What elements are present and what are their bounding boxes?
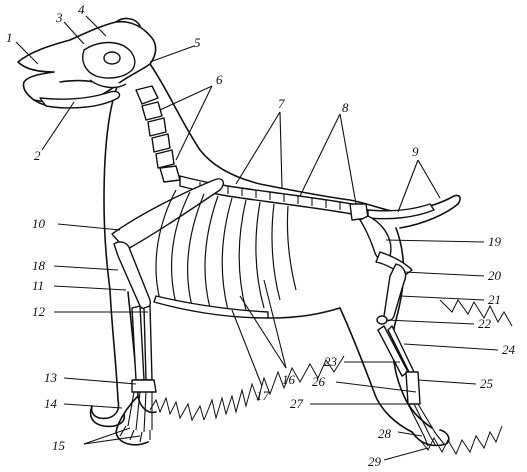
- label-11: 11: [32, 278, 44, 293]
- label-27: 27: [290, 396, 304, 411]
- label-29: 29: [368, 454, 382, 469]
- label-20: 20: [488, 268, 502, 283]
- label-7: 7: [278, 96, 285, 111]
- label-21: 21: [488, 292, 501, 307]
- label-25: 25: [480, 376, 494, 391]
- label-26: 26: [312, 374, 326, 389]
- label-10: 10: [32, 216, 46, 231]
- skull: [40, 43, 135, 108]
- label-28: 28: [378, 426, 392, 441]
- label-12: 12: [32, 304, 46, 319]
- label-5: 5: [194, 35, 201, 50]
- label-23: 23: [324, 354, 338, 369]
- label-17: 17: [256, 388, 270, 403]
- label-1: 1: [6, 30, 13, 45]
- label-22: 22: [478, 316, 492, 331]
- label-15: 15: [52, 438, 66, 453]
- pelvis: [360, 216, 412, 276]
- label-16: 16: [282, 372, 296, 387]
- label-19: 19: [488, 234, 502, 249]
- hindlimb-bones: [377, 264, 444, 446]
- label-4: 4: [78, 2, 85, 17]
- dog-outline: [18, 19, 460, 446]
- cervical-vertebrae: [136, 86, 180, 182]
- number-labels: 1 2 3 4 5 6 7 8 9 10 18 11 12 13 14 15 1…: [6, 2, 516, 469]
- label-9: 9: [412, 144, 419, 159]
- label-14: 14: [44, 396, 58, 411]
- label-6: 6: [216, 72, 223, 87]
- label-13: 13: [44, 370, 58, 385]
- label-24: 24: [502, 342, 516, 357]
- label-3: 3: [55, 10, 63, 25]
- label-18: 18: [32, 258, 46, 273]
- label-2: 2: [34, 148, 41, 163]
- label-8: 8: [342, 100, 349, 115]
